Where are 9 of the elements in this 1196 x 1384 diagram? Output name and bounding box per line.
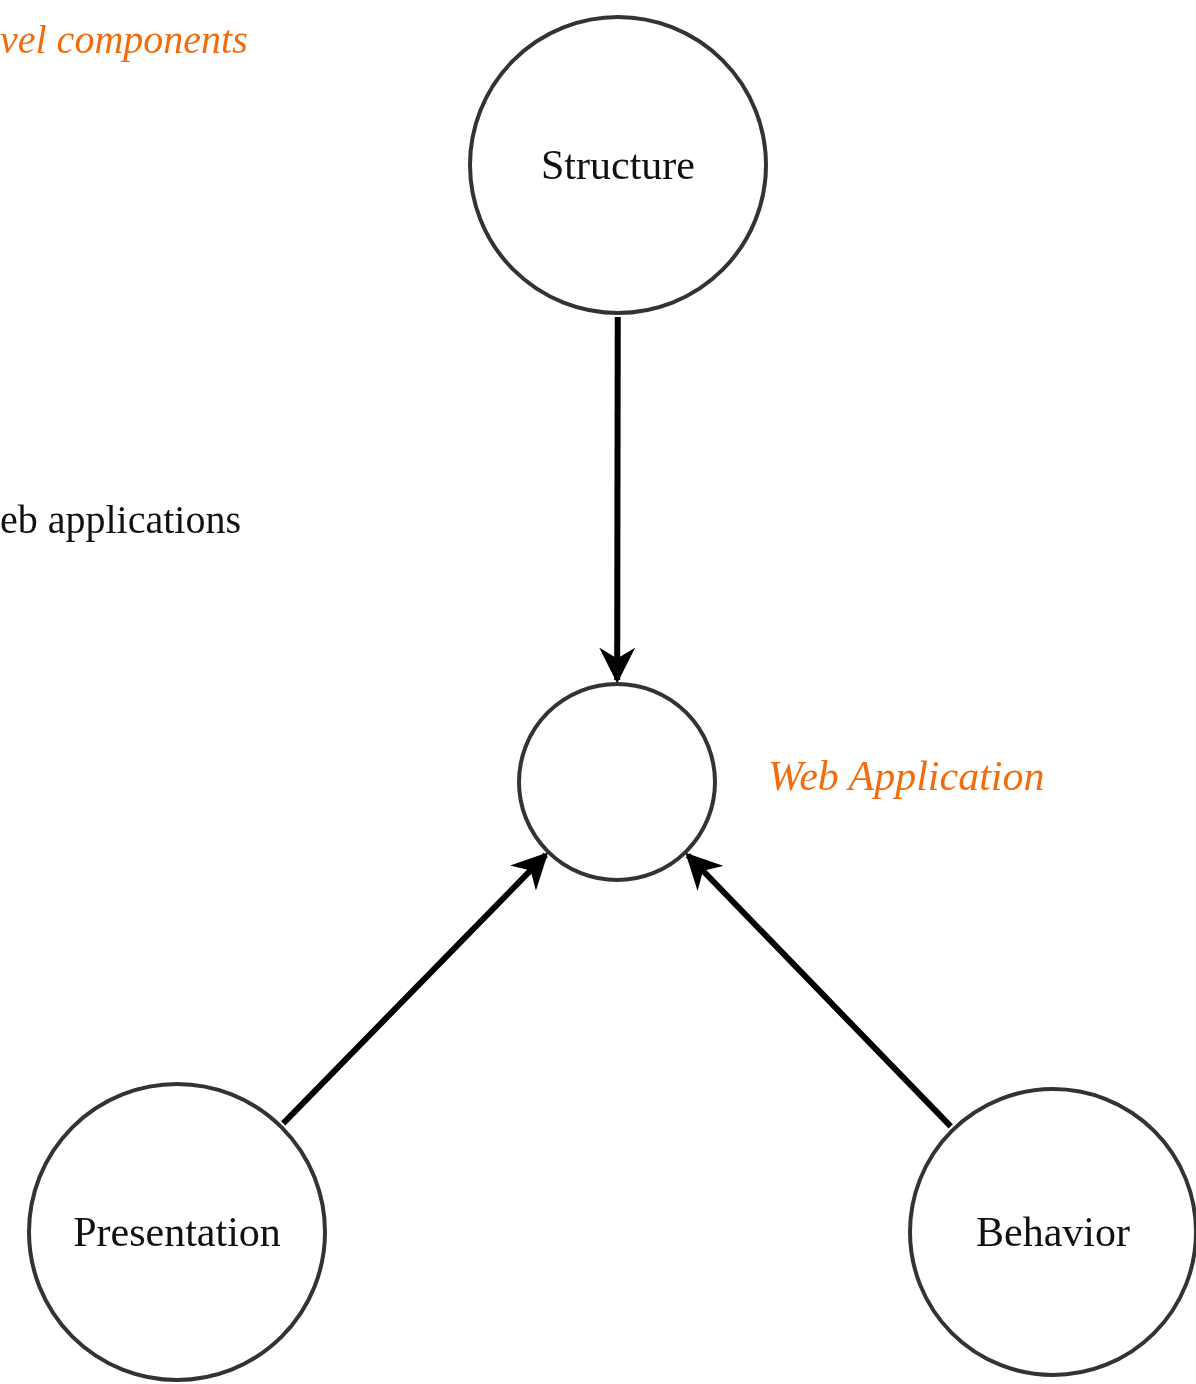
- node-label: Structure: [541, 141, 695, 189]
- arrow: [281, 852, 549, 1126]
- node-label: Presentation: [73, 1208, 281, 1256]
- arrow: [599, 317, 636, 684]
- arrow: [685, 852, 953, 1129]
- body-text: eb applications: [0, 496, 242, 543]
- node-caption: Web Application: [768, 752, 1045, 800]
- heading-text: vel components: [0, 16, 248, 63]
- node-label: Behavior: [976, 1208, 1130, 1256]
